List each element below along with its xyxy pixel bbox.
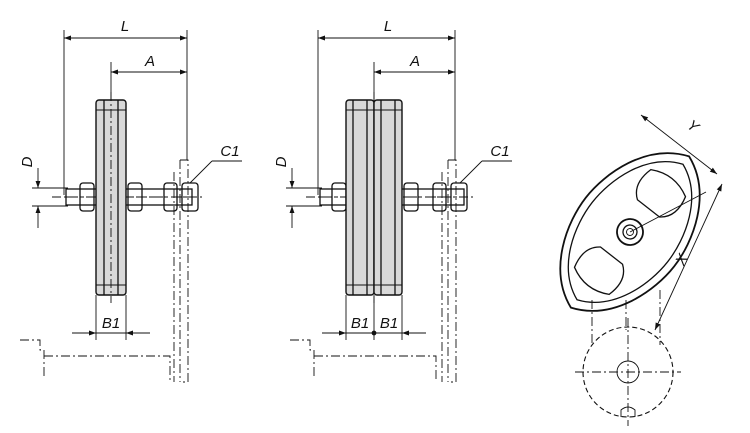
label-c1: C1 bbox=[220, 143, 239, 160]
label-y: Y bbox=[684, 117, 703, 137]
dimension-b1-pair: B1 B1 bbox=[322, 295, 426, 340]
roller-wheel-right bbox=[373, 99, 403, 296]
roller-wheel bbox=[95, 92, 127, 303]
mounting-bracket bbox=[290, 159, 457, 383]
roller-top-view: Y X bbox=[559, 114, 723, 426]
callout-c1: C1 bbox=[459, 143, 512, 184]
dimension-y: Y bbox=[640, 114, 718, 175]
dimension-a: A bbox=[110, 53, 187, 100]
label-d: D bbox=[273, 156, 290, 167]
single-roller-view: L A D bbox=[19, 18, 242, 383]
label-a: A bbox=[409, 53, 420, 70]
mounting-bracket bbox=[20, 159, 189, 383]
dimension-x: X bbox=[654, 183, 723, 331]
dimension-b1: B1 bbox=[72, 295, 150, 340]
extension-line bbox=[629, 191, 707, 233]
hex-nuts bbox=[331, 182, 468, 212]
label-b1-right: B1 bbox=[380, 315, 398, 332]
label-a: A bbox=[144, 53, 155, 70]
label-d: D bbox=[19, 156, 36, 167]
dimension-l: L bbox=[317, 18, 456, 195]
callout-c1: C1 bbox=[189, 143, 242, 184]
label-l: L bbox=[384, 18, 392, 35]
dimension-d: D bbox=[273, 156, 322, 228]
label-c1: C1 bbox=[490, 143, 509, 160]
label-b1: B1 bbox=[102, 315, 120, 332]
label-b1-left: B1 bbox=[351, 315, 369, 332]
dimension-d: D bbox=[19, 156, 68, 228]
roller-wheel-left bbox=[345, 99, 375, 296]
dimension-l: L bbox=[63, 18, 188, 195]
label-l: L bbox=[121, 18, 129, 35]
dimension-a: A bbox=[373, 53, 455, 100]
double-roller-view: L A D bbox=[273, 18, 512, 383]
base-mount-circle bbox=[575, 318, 681, 426]
